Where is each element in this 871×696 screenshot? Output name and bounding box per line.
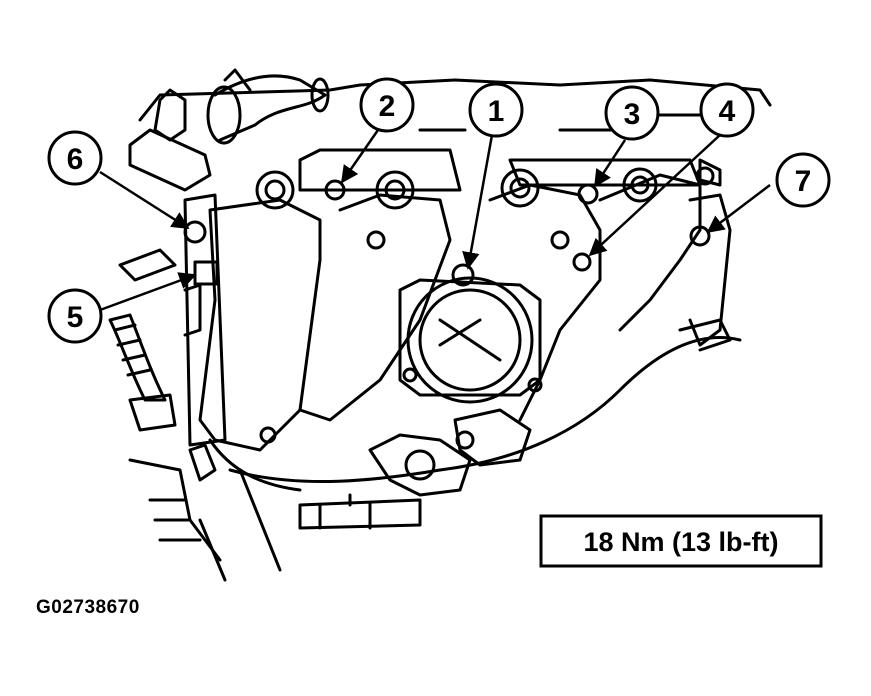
callout-1-label: 1 — [488, 95, 505, 128]
engine-drawing — [108, 68, 772, 582]
callout-5-label: 5 — [67, 301, 84, 334]
torque-spec-text: 18 Nm (13 lb-ft) — [583, 527, 778, 557]
callout-4-label: 4 — [719, 95, 736, 128]
callout-5: 5 — [47, 288, 103, 344]
callout-4: 4 — [699, 82, 755, 138]
callout-2-label: 2 — [379, 90, 396, 123]
callout-1: 1 — [468, 82, 524, 138]
callout-leaders — [99, 129, 771, 312]
callout-6-label: 6 — [67, 143, 84, 176]
left-bracket — [183, 193, 227, 447]
figure-id: G02738670 — [36, 597, 140, 618]
coolant-hose — [213, 74, 327, 142]
callout-3-label: 3 — [624, 98, 641, 131]
runner-1 — [198, 198, 322, 452]
fuel-rail — [298, 498, 422, 530]
callout-3: 3 — [604, 85, 660, 141]
callout-7: 7 — [775, 152, 831, 208]
callout-2: 2 — [359, 77, 415, 133]
callout-7-label: 7 — [795, 165, 812, 198]
runner-3 — [488, 183, 602, 422]
torque-spec-box: 18 Nm (13 lb-ft) — [539, 514, 823, 568]
callout-6: 6 — [47, 130, 103, 186]
runner-4 — [598, 173, 702, 332]
